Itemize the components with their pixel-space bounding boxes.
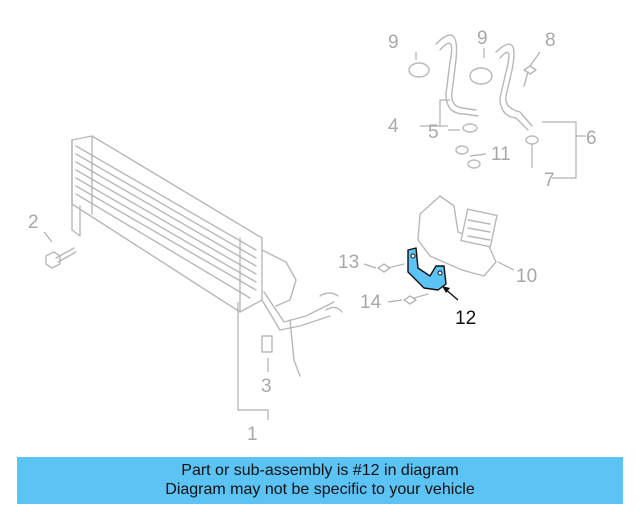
bolt-part-14 bbox=[403, 293, 429, 305]
callout-9-right: 9 bbox=[477, 28, 488, 49]
bolt-part-2 bbox=[45, 247, 77, 269]
leader-lines bbox=[43, 48, 586, 420]
callout-12: 12 bbox=[455, 308, 476, 329]
seal-part-9a bbox=[408, 62, 430, 78]
oil-cooler-core bbox=[71, 135, 343, 377]
banner-line-part: Part or sub-assembly is #12 in diagram bbox=[181, 462, 459, 479]
oring-part-7 bbox=[525, 135, 539, 145]
callout-7: 7 bbox=[544, 170, 555, 191]
banner-line-disclaimer: Diagram may not be specific to your vehi… bbox=[165, 481, 475, 498]
callout-4: 4 bbox=[388, 116, 399, 137]
oring-part-11 bbox=[455, 145, 481, 169]
bolt-part-8 bbox=[523, 65, 537, 87]
callout-10: 10 bbox=[516, 266, 537, 287]
callout-5: 5 bbox=[428, 122, 439, 143]
callout-2: 2 bbox=[28, 212, 39, 233]
hose-assembly-6 bbox=[495, 43, 533, 131]
callout-3: 3 bbox=[261, 376, 272, 397]
callout-6: 6 bbox=[586, 128, 597, 149]
callout-8: 8 bbox=[545, 30, 556, 51]
callout-13: 13 bbox=[338, 252, 359, 273]
bolt-part-13 bbox=[377, 263, 405, 273]
callout-14: 14 bbox=[360, 292, 382, 313]
parts-diagram: 1 2 3 4 5 6 7 8 9 9 10 11 12 13 14 bbox=[28, 28, 597, 445]
callout-1: 1 bbox=[247, 424, 258, 445]
seal-part-9b bbox=[469, 67, 493, 85]
highlighted-bracket-part-12[interactable] bbox=[407, 247, 447, 291]
clip-part-3 bbox=[261, 335, 273, 353]
hose-assembly-4 bbox=[435, 34, 479, 117]
callout-11: 11 bbox=[491, 144, 511, 165]
bracket-part-10 bbox=[417, 195, 498, 277]
info-banner: Part or sub-assembly is #12 in diagram D… bbox=[17, 457, 623, 504]
clip-part-5 bbox=[462, 123, 478, 133]
callout-9-left: 9 bbox=[388, 32, 399, 53]
